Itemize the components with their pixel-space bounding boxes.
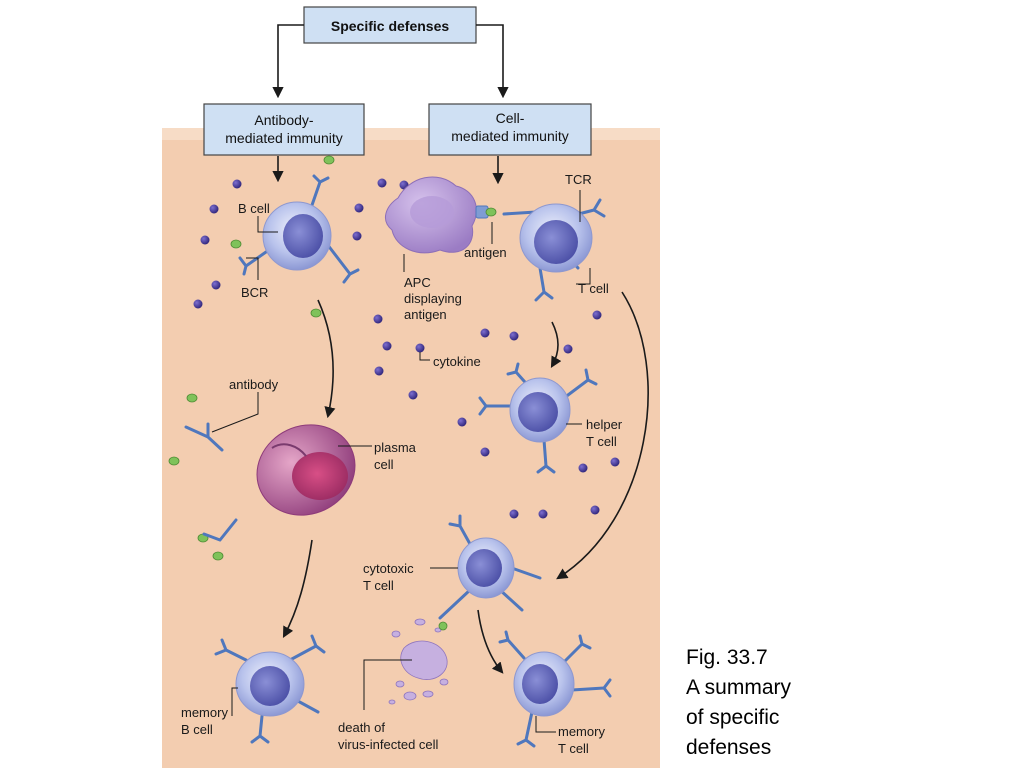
apc-cell (384, 176, 497, 254)
label-tcr: TCR (565, 172, 592, 187)
b-cell (230, 174, 360, 284)
label-cytotoxic-1: cytotoxic (363, 561, 414, 576)
caption-line-4: defenses (686, 736, 772, 759)
t-cell (502, 198, 606, 302)
dying-infected-cell (388, 618, 449, 705)
antibody-immunity-box: Antibody- mediated immunity (203, 103, 365, 156)
label-helper-1: helper (586, 417, 623, 432)
label-antigen: antigen (464, 245, 507, 260)
plasma-cell (256, 424, 356, 516)
cytokine-dots (193, 178, 620, 519)
label-death-2: virus-infected cell (338, 737, 439, 752)
figure-caption: Fig. 33.7 A summary of specific defenses (686, 643, 791, 763)
caption-line-2: A summary (686, 676, 792, 699)
antibody-immunity-line1: Antibody- (254, 112, 313, 128)
label-death-1: death of (338, 720, 385, 735)
label-memory-b-1: memory (181, 705, 228, 720)
label-plasma-1: plasma (374, 440, 417, 455)
cell-labels: B cell BCR APC displaying antigen antige… (181, 172, 623, 756)
antibody-immunity-line2: mediated immunity (225, 130, 343, 146)
title-text: Specific defenses (331, 18, 449, 34)
connector-lines (272, 24, 509, 99)
cell-immunity-line2: mediated immunity (451, 128, 569, 144)
caption-line-1: Fig. 33.7 (686, 646, 768, 669)
label-apc-2: displaying (404, 291, 462, 306)
label-antibody: antibody (229, 377, 279, 392)
label-cytotoxic-2: T cell (363, 578, 394, 593)
label-cytokine: cytokine (433, 354, 481, 369)
label-memory-b-2: B cell (181, 722, 213, 737)
cell-immunity-line1: Cell- (496, 110, 525, 126)
memory-t-cell (498, 630, 612, 748)
label-apc-1: APC (404, 275, 431, 290)
label-bcr: BCR (241, 285, 268, 300)
label-helper-2: T cell (586, 434, 617, 449)
antigen-particles (168, 155, 335, 561)
antibody-molecules (184, 422, 238, 542)
memory-b-cell (214, 634, 326, 744)
label-memory-t-1: memory (558, 724, 605, 739)
label-b-cell: B cell (238, 201, 270, 216)
label-plasma-2: cell (374, 457, 394, 472)
caption-line-3: of specific (686, 706, 780, 729)
label-t-cell: T cell (578, 281, 609, 296)
label-memory-t-2: T cell (558, 741, 589, 756)
helper-t-cell (478, 362, 598, 474)
cytotoxic-t-cell (438, 514, 542, 620)
cell-immunity-box: Cell- mediated immunity (428, 103, 592, 156)
label-apc-3: antigen (404, 307, 447, 322)
flow-arrows (272, 156, 649, 674)
title-box: Specific defenses (303, 6, 477, 44)
label-leader-lines (211, 190, 591, 733)
